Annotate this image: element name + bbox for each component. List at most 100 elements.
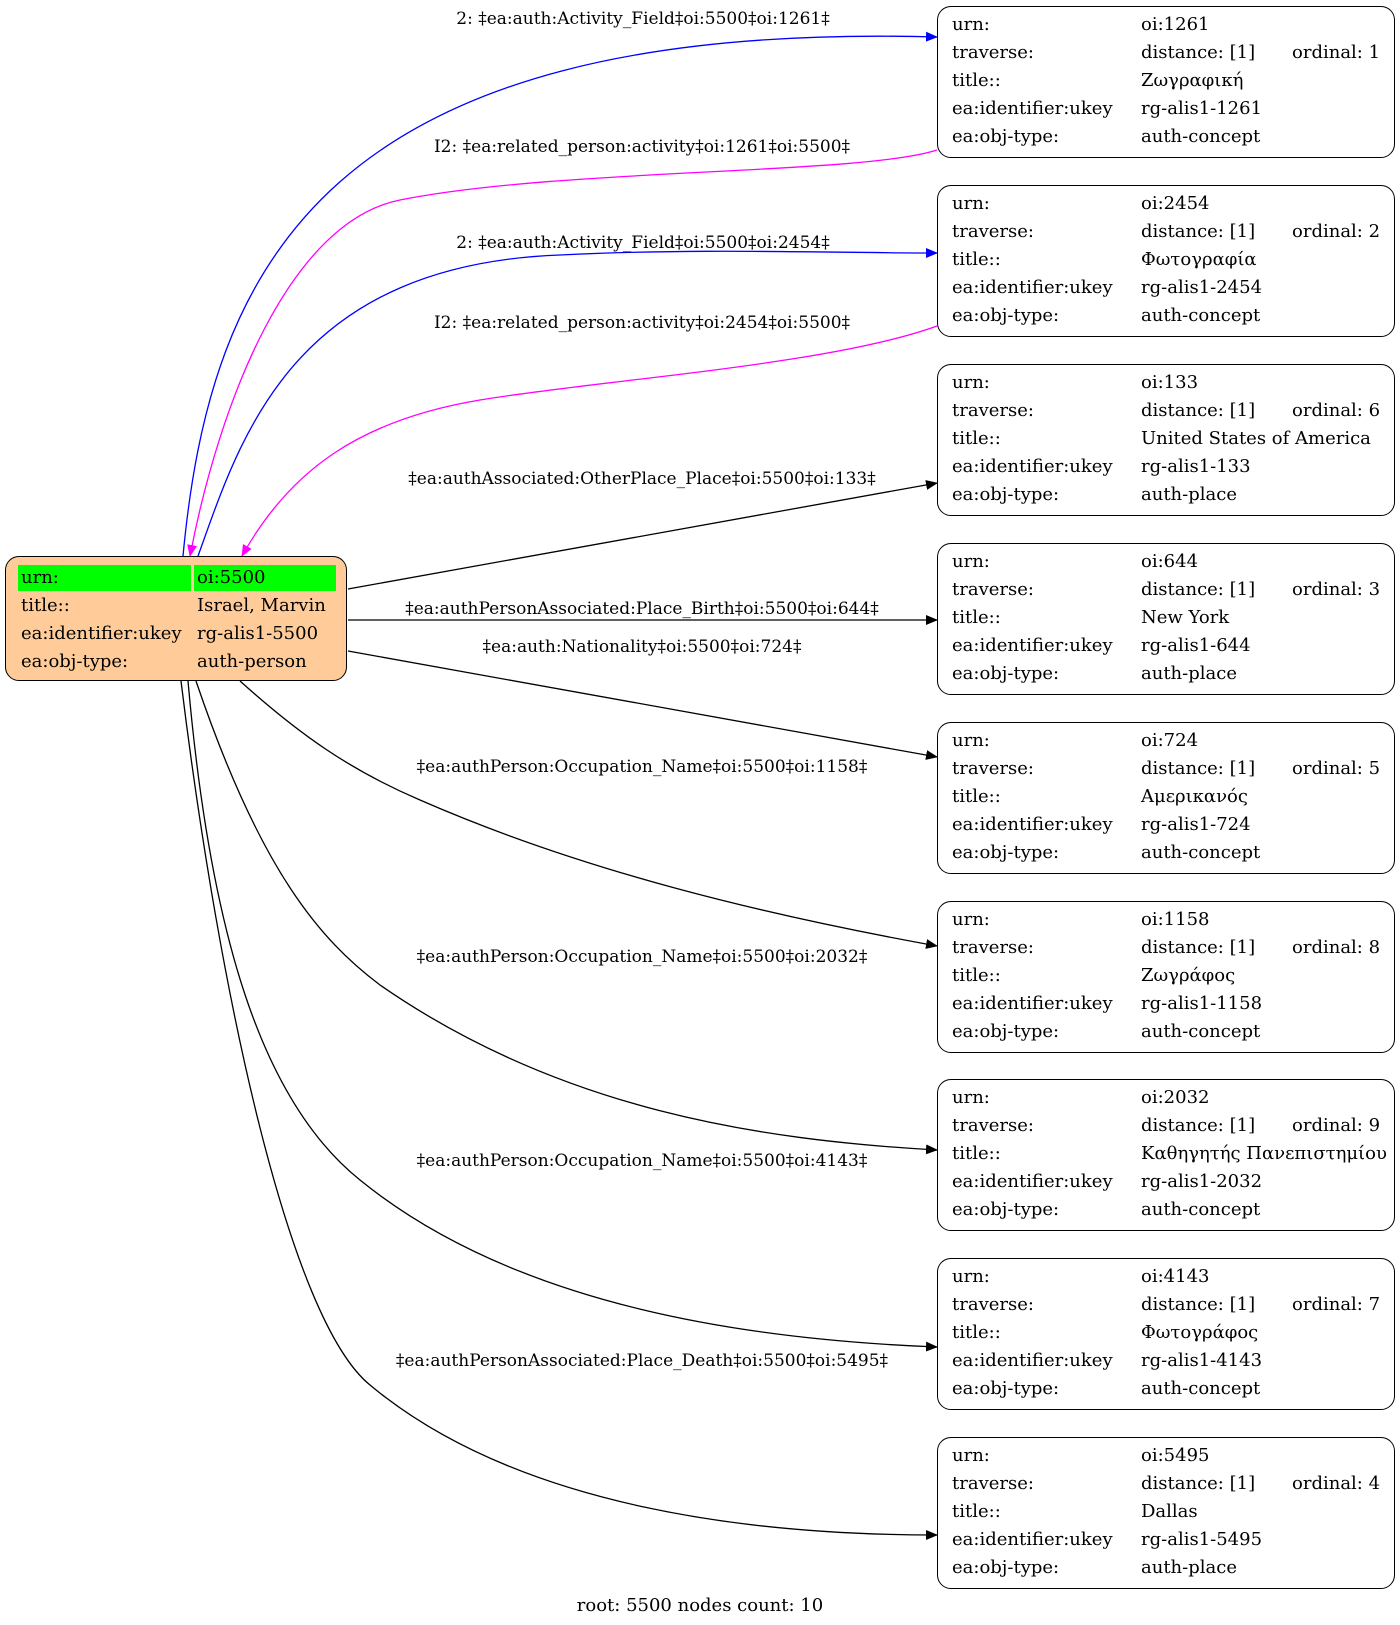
edge-occupation-1158: [239, 680, 938, 949]
objtype-value: auth-place: [1141, 484, 1237, 505]
distance-value: distance: [1]: [1141, 579, 1256, 600]
objtype-key: ea:obj-type:: [952, 305, 1060, 326]
urn-key: urn:: [952, 551, 990, 572]
urn-value: oi:644: [1141, 551, 1199, 572]
ukey-value: rg-alis1-2032: [1141, 1171, 1263, 1192]
root-urn-key: urn:: [18, 565, 191, 591]
ukey-key: ea:identifier:ukey: [952, 1350, 1113, 1371]
ukey-key: ea:identifier:ukey: [952, 1529, 1113, 1550]
ukey-value: rg-alis1-2454: [1141, 277, 1263, 298]
edge-related-2454: [241, 325, 938, 557]
node-644[interactable]: urn:oi:644 traverse:distance: [1]ordinal…: [937, 543, 1395, 695]
title-key: title::: [952, 70, 1001, 91]
objtype-value: auth-place: [1141, 1557, 1237, 1578]
distance-value: distance: [1]: [1141, 1294, 1256, 1315]
title-key: title::: [952, 965, 1001, 986]
ukey-key: ea:identifier:ukey: [952, 814, 1113, 835]
ordinal-value: ordinal: 7: [1292, 1294, 1381, 1315]
edge-label-occupation-2032: ‡ea:authPerson:Occupation_Name‡oi:5500‡o…: [417, 947, 868, 967]
objtype-key: ea:obj-type:: [952, 842, 1060, 863]
ukey-value: rg-alis1-1158: [1141, 993, 1263, 1014]
urn-key: urn:: [952, 1445, 990, 1466]
ukey-value: rg-alis1-133: [1141, 456, 1251, 477]
title-key: title::: [952, 249, 1001, 270]
urn-key: urn:: [952, 909, 990, 930]
root-node[interactable]: urn: oi:5500 title:: Israel, Marvin ea:i…: [5, 556, 347, 681]
objtype-value: auth-concept: [1141, 126, 1261, 147]
node-724[interactable]: urn:oi:724 traverse:distance: [1]ordinal…: [937, 722, 1395, 874]
urn-key: urn:: [952, 14, 990, 35]
edge-label-related-1261: I2: ‡ea:related_person:activity‡oi:1261‡…: [434, 137, 851, 157]
title-key: title::: [952, 1322, 1001, 1343]
edge-label-otherplace-133: ‡ea:authAssociated:OtherPlace_Place‡oi:5…: [408, 469, 876, 489]
ukey-value: rg-alis1-644: [1141, 635, 1251, 656]
traverse-key: traverse:: [952, 1294, 1034, 1315]
urn-value: oi:1261: [1141, 14, 1210, 35]
ukey-value: rg-alis1-5495: [1141, 1529, 1263, 1550]
urn-key: urn:: [952, 193, 990, 214]
title-value: Αμερικανός: [1141, 786, 1248, 807]
ordinal-value: ordinal: 5: [1292, 758, 1381, 779]
objtype-value: auth-place: [1141, 663, 1237, 684]
traverse-key: traverse:: [952, 1473, 1034, 1494]
node-1261[interactable]: urn:oi:1261 traverse:distance: [1]ordina…: [937, 6, 1395, 158]
objtype-key: ea:obj-type:: [952, 484, 1060, 505]
root-title-key: title::: [21, 595, 70, 616]
ordinal-value: ordinal: 6: [1292, 400, 1381, 421]
root-objtype-value: auth-person: [197, 651, 307, 672]
edge-activity-1261: [182, 31, 938, 557]
node-4143[interactable]: urn:oi:4143 traverse:distance: [1]ordina…: [937, 1258, 1395, 1410]
objtype-value: auth-concept: [1141, 1021, 1261, 1042]
ordinal-value: ordinal: 3: [1292, 579, 1381, 600]
objtype-key: ea:obj-type:: [952, 126, 1060, 147]
distance-value: distance: [1]: [1141, 1473, 1256, 1494]
edge-label-activity-2454: 2: ‡ea:auth:Activity_Field‡oi:5500‡oi:24…: [456, 233, 830, 253]
traverse-key: traverse:: [952, 758, 1034, 779]
ukey-key: ea:identifier:ukey: [952, 456, 1113, 477]
node-1158[interactable]: urn:oi:1158 traverse:distance: [1]ordina…: [937, 901, 1395, 1053]
edge-occupation-2032: [195, 680, 938, 1155]
objtype-value: auth-concept: [1141, 1378, 1261, 1399]
ukey-key: ea:identifier:ukey: [952, 98, 1113, 119]
edge-activity-2454: [197, 247, 938, 557]
edge-death-5495: [180, 680, 938, 1540]
ordinal-value: ordinal: 4: [1292, 1473, 1381, 1494]
ukey-value: rg-alis1-724: [1141, 814, 1251, 835]
title-key: title::: [952, 1501, 1001, 1522]
objtype-key: ea:obj-type:: [952, 1021, 1060, 1042]
edge-label-activity-1261: 2: ‡ea:auth:Activity_Field‡oi:5500‡oi:12…: [456, 9, 830, 29]
node-133[interactable]: urn:oi:133 traverse:distance: [1]ordinal…: [937, 364, 1395, 516]
distance-value: distance: [1]: [1141, 758, 1256, 779]
ukey-value: rg-alis1-1261: [1141, 98, 1263, 119]
objtype-value: auth-concept: [1141, 842, 1261, 863]
node-5495[interactable]: urn: oi:5495 traverse: distance: [1] ordina…: [937, 1437, 1395, 1589]
urn-value: oi:2032: [1141, 1087, 1210, 1108]
edge-label-birth-644: ‡ea:authPersonAssociated:Place_Birth‡oi:…: [405, 599, 879, 619]
ordinal-value: ordinal: 2: [1292, 221, 1381, 242]
distance-value: distance: [1]: [1141, 221, 1256, 242]
urn-value: oi:4143: [1141, 1266, 1210, 1287]
objtype-value: auth-concept: [1141, 1199, 1261, 1220]
title-value: Ζωγράφος: [1141, 965, 1236, 986]
title-key: title::: [952, 428, 1001, 449]
node-2454[interactable]: urn:oi:2454 traverse:distance: [1]ordina…: [937, 185, 1395, 337]
urn-key: urn:: [952, 372, 990, 393]
edge-label-nationality-724: ‡ea:auth:Nationality‡oi:5500‡oi:724‡: [483, 637, 802, 657]
ukey-key: ea:identifier:ukey: [952, 1171, 1113, 1192]
ordinal-value: ordinal: 9: [1292, 1115, 1381, 1136]
ukey-key: ea:identifier:ukey: [952, 993, 1113, 1014]
urn-value: oi:1158: [1141, 909, 1210, 930]
urn-key: urn:: [952, 1087, 990, 1108]
traverse-key: traverse:: [952, 1115, 1034, 1136]
edge-occupation-4143: [187, 680, 938, 1352]
urn-value: oi:5495: [1141, 1445, 1210, 1466]
objtype-value: auth-concept: [1141, 305, 1261, 326]
distance-value: distance: [1]: [1141, 937, 1256, 958]
title-value: Φωτογράφος: [1141, 1322, 1259, 1343]
title-value: Ζωγραφική: [1141, 70, 1244, 91]
urn-key: urn:: [952, 730, 990, 751]
ukey-key: ea:identifier:ukey: [952, 635, 1113, 656]
node-2032[interactable]: urn:oi:2032 traverse:distance: [1]ordina…: [937, 1079, 1395, 1231]
traverse-key: traverse:: [952, 937, 1034, 958]
